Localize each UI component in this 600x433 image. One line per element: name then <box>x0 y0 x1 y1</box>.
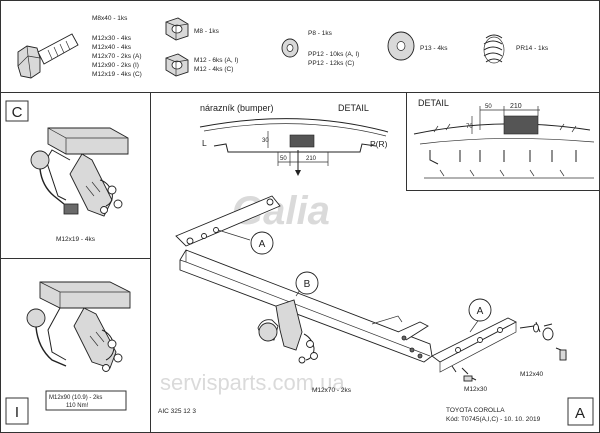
washer-small-label-2: PP12 - 10ks (A, I) <box>308 51 359 58</box>
bolt-label-3: M12x40 - 4ks <box>92 44 132 51</box>
main-label-m12x70: M12x70 - 2ks <box>312 387 352 394</box>
towbar-assembly <box>175 195 567 382</box>
section-dim-gap: 50 <box>485 104 492 110</box>
side-view-c-bolt-label: M12x19 - 4ks <box>56 236 96 243</box>
bolt-label-1: M8x40 - 1ks <box>92 15 128 22</box>
bolt-label-4: M12x70 - 2ks (A) <box>92 53 142 60</box>
bumper-detail-drawing <box>199 118 389 176</box>
callout-a-upper-group <box>217 229 274 255</box>
torque-label-line-2: 110 Nm! <box>66 403 89 409</box>
nut-top-label: M8 - 1ks <box>194 28 220 35</box>
bumper-detail-label: DETAIL <box>338 103 369 113</box>
letter-box-c <box>5 100 29 122</box>
callout-a-lower-group <box>468 298 492 333</box>
spring-washer <box>483 34 505 64</box>
bumper-dim-gap: 50 <box>280 156 287 162</box>
footer-vehicle: TOYOTA COROLLA <box>446 407 505 414</box>
bumper-detail-right-marker: P(R) <box>370 139 388 149</box>
letter-box-i <box>5 397 29 425</box>
side-view-c-drawing <box>30 127 129 217</box>
callout-a-lower-circle <box>468 298 492 322</box>
corner-letter-box <box>567 397 594 426</box>
bumper-detail-left-marker: L <box>202 138 207 148</box>
bolt-label-6: M12x19 - 4ks (C) <box>92 71 142 78</box>
bumper-dim-vertical: 30 <box>262 138 269 144</box>
bolt-label-2: M12x30 - 4ks <box>92 35 132 42</box>
nut-bottom-label-1: M12 - 6ks (A, I) <box>194 57 238 64</box>
nut-bottom-label-2: M12 - 4ks (C) <box>194 66 233 73</box>
callout-a-upper-circle <box>250 231 274 255</box>
torque-label-box <box>45 390 127 411</box>
side-view-i-drawing <box>26 281 131 372</box>
hex-nut-bottom <box>165 53 189 77</box>
callout-b-circle <box>295 271 319 295</box>
main-label-m12x40: M12x40 <box>520 371 544 378</box>
hex-bolt <box>17 33 79 79</box>
main-label-m12x30: M12x30 <box>464 386 488 393</box>
washer-small-label-1: P8 - 1ks <box>308 30 333 37</box>
bolt-label-5: M12x90 - 2ks (I) <box>92 62 139 69</box>
bumper-detail-title: nárazník (bumper) <box>200 103 274 113</box>
corner-letter: A <box>575 405 585 422</box>
flat-washer-small <box>281 38 299 58</box>
section-detail-drawing <box>413 106 595 179</box>
section-dim-width: 210 <box>510 103 522 110</box>
callout-b: B <box>304 279 311 290</box>
spring-washer-label: PR14 - 1ks <box>516 45 549 52</box>
washer-small-label-3: PP12 - 12ks (C) <box>308 60 354 67</box>
torque-label-line-1: M12x90 (10.9) - 2ks <box>49 395 102 401</box>
section-dim-vertical: 70 <box>466 124 473 130</box>
section-detail-title: DETAIL <box>418 98 449 108</box>
side-view-letter-c: C <box>12 104 23 121</box>
site-watermark: servisparts.com.ua <box>160 370 345 395</box>
footer-code: Kód: T0745(A,I,C) - 10. 10. 2019 <box>446 416 541 423</box>
bumper-dim-width: 210 <box>306 156 317 162</box>
hex-nut-top <box>165 17 189 41</box>
footer-part-number: AIC 325 12 3 <box>158 408 196 415</box>
callout-a-lower: A <box>477 306 484 317</box>
side-view-letter-i: I <box>15 404 19 421</box>
callout-a-upper: A <box>259 239 266 250</box>
flat-washer-large <box>387 31 415 61</box>
callout-b-group <box>295 271 319 297</box>
washer-large-label: P13 - 4ks <box>420 45 448 52</box>
